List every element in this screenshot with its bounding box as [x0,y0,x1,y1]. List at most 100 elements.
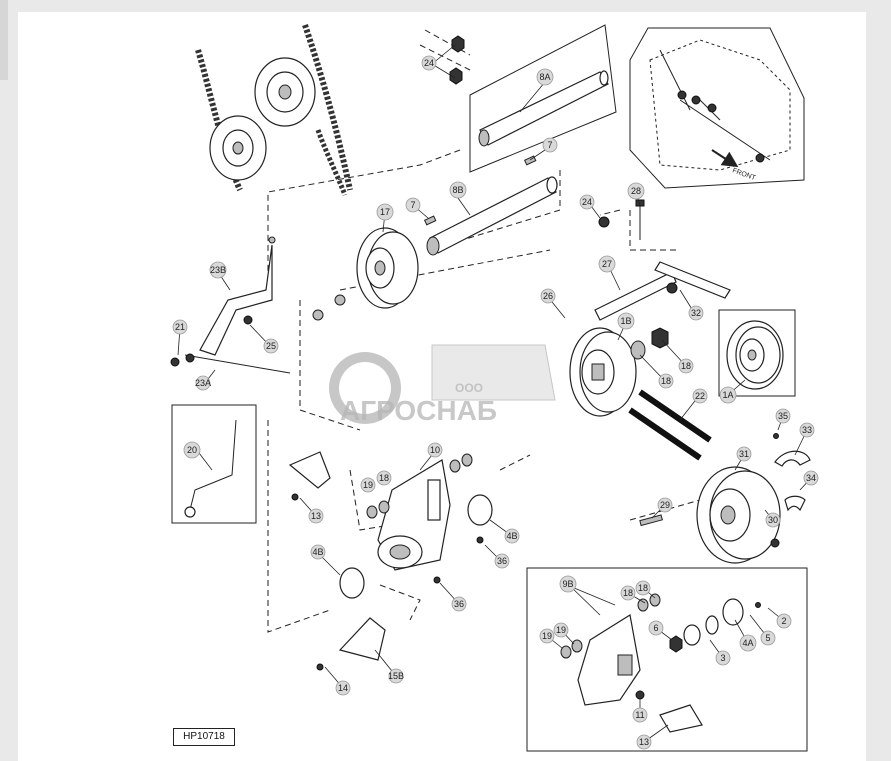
svg-text:24: 24 [424,58,434,68]
callout-27: 27 [598,255,616,273]
svg-text:29: 29 [660,500,670,510]
belt-20 [628,389,712,461]
svg-text:1A: 1A [722,390,733,400]
callout-17: 18 [678,358,694,374]
svg-text:18: 18 [681,361,691,371]
inset-frame-1a [718,309,796,397]
callout-26: 26 [540,288,556,304]
svg-text:6: 6 [653,623,658,633]
callout-30: 30 [765,512,781,528]
svg-text:22: 22 [695,391,705,401]
svg-text:23B: 23B [210,265,226,275]
callout-16: 18 [658,373,674,389]
svg-text:26: 26 [543,291,553,301]
svg-text:11: 11 [635,710,644,720]
svg-text:36: 36 [497,556,507,566]
svg-text:35: 35 [778,411,788,421]
callout-28: 28 [627,182,645,200]
callout-25: 25 [263,338,279,354]
callout-33: 33 [799,422,815,438]
callout-35: 35 [775,408,791,424]
inset-frame-shaft-8a [469,24,617,173]
svg-text:8A: 8A [539,72,550,82]
front-view-detail: FRONT [649,39,791,182]
callout-8b: 8B [449,181,467,199]
svg-text:28: 28 [631,186,641,196]
svg-text:7: 7 [410,200,415,210]
front-label: FRONT [731,167,757,182]
callout-15b: 17 [376,203,394,221]
svg-text:30: 30 [768,515,778,525]
svg-text:34: 34 [806,473,816,483]
svg-text:32: 32 [691,308,701,318]
svg-text:10: 10 [430,445,440,455]
svg-text:7: 7 [547,140,552,150]
watermark-small: ООО [455,381,483,395]
callout-11: 13 [636,734,652,750]
pulley-1a [726,320,784,390]
pulley-1b [569,327,669,417]
callout-4b-right: 4B [504,528,520,544]
callout-22: 23A [195,375,211,391]
svg-text:24: 24 [582,197,592,207]
callout-13-top: 13 [308,508,324,524]
callout-23a: 20 [183,441,201,459]
callout-14: 15B [388,668,404,684]
svg-text:27: 27 [602,259,612,269]
svg-text:20: 20 [187,445,197,455]
svg-text:17: 17 [380,207,390,217]
watermark-large: АГРОСНАБ [340,395,497,426]
callout-9b: 10 [427,442,443,458]
svg-text:25: 25 [266,341,276,351]
svg-text:31: 31 [739,449,749,459]
callout-3: 3 [715,650,731,666]
svg-text:15B: 15B [388,671,404,681]
callout-5: 5 [760,630,776,646]
svg-text:19: 19 [542,631,552,641]
drive-chain [195,24,353,196]
inset-frame-23a [171,404,257,524]
callout-19-main: 19 [360,477,376,493]
callout-19-inset: 19 [539,628,555,644]
svg-text:18: 18 [638,583,648,593]
callout-20: 22 [692,388,708,404]
svg-text:9B: 9B [562,579,573,589]
svg-text:3: 3 [720,653,725,663]
svg-text:21: 21 [175,322,185,332]
inset-frame-front-view [629,27,805,189]
svg-text:18: 18 [379,473,389,483]
callout-21: 21 [172,319,188,335]
callout-18-inset-b: 18 [620,585,636,601]
svg-text:4B: 4B [312,547,323,557]
svg-text:13: 13 [639,737,649,747]
callout-2: 2 [776,613,792,629]
svg-text:33: 33 [802,425,812,435]
callout-24-right: 24 [579,194,595,210]
shaft-8a [478,70,609,166]
callout-18-inset-c: 19 [553,622,569,638]
bracket-9a [560,593,761,733]
svg-text:1B: 1B [620,316,631,326]
pulley-31 [639,433,811,564]
svg-text:2: 2 [781,616,786,626]
svg-text:8B: 8B [452,185,463,195]
svg-text:18: 18 [661,376,671,386]
arm-23b [170,236,346,374]
inset-frame-9a [526,567,808,752]
svg-text:18: 18 [623,588,633,598]
callout-7-top: 7 [542,137,558,153]
callout-8a: 8A [536,68,554,86]
svg-text:4B: 4B [506,531,517,541]
shaft-8b [423,176,558,256]
svg-text:13: 13 [311,511,321,521]
callout-7-mid: 7 [405,197,421,213]
callout-18-main: 18 [376,470,392,486]
svg-text:4A: 4A [742,638,753,648]
callout-31: 31 [736,446,752,462]
assembly-lines [267,29,701,633]
callout-23b: 23B [209,261,227,279]
callout-9a: 9B [559,575,577,593]
svg-text:14: 14 [338,683,348,693]
callout-36-right: 36 [494,553,510,569]
